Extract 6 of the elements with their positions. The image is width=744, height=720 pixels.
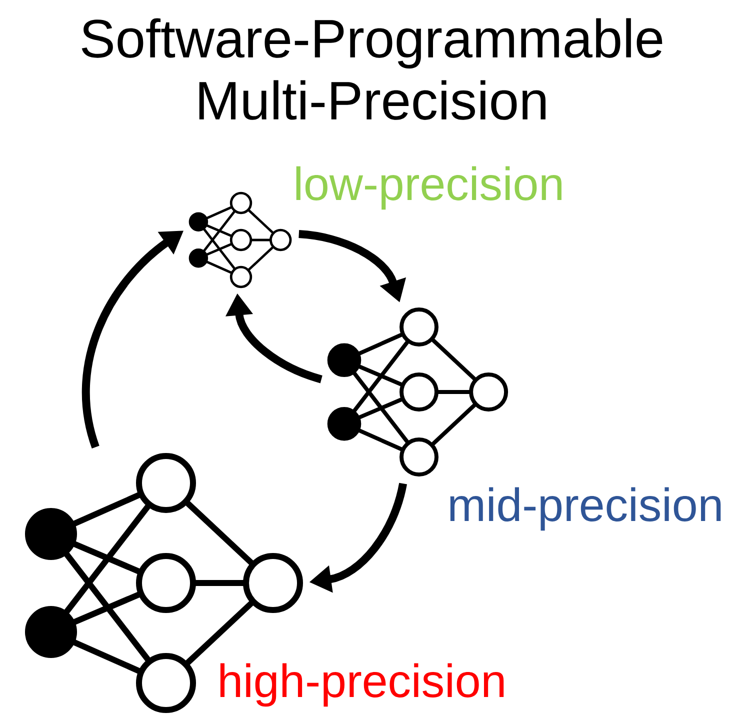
neural-network-drawing	[327, 308, 508, 476]
precision-label: high-precision	[220, 663, 504, 707]
title: Software-Programmable Multi-Precision	[82, 18, 662, 120]
precision-label: mid-precision	[450, 487, 721, 531]
neural-network-drawing	[188, 192, 292, 288]
precision-label: low-precision	[296, 166, 562, 210]
